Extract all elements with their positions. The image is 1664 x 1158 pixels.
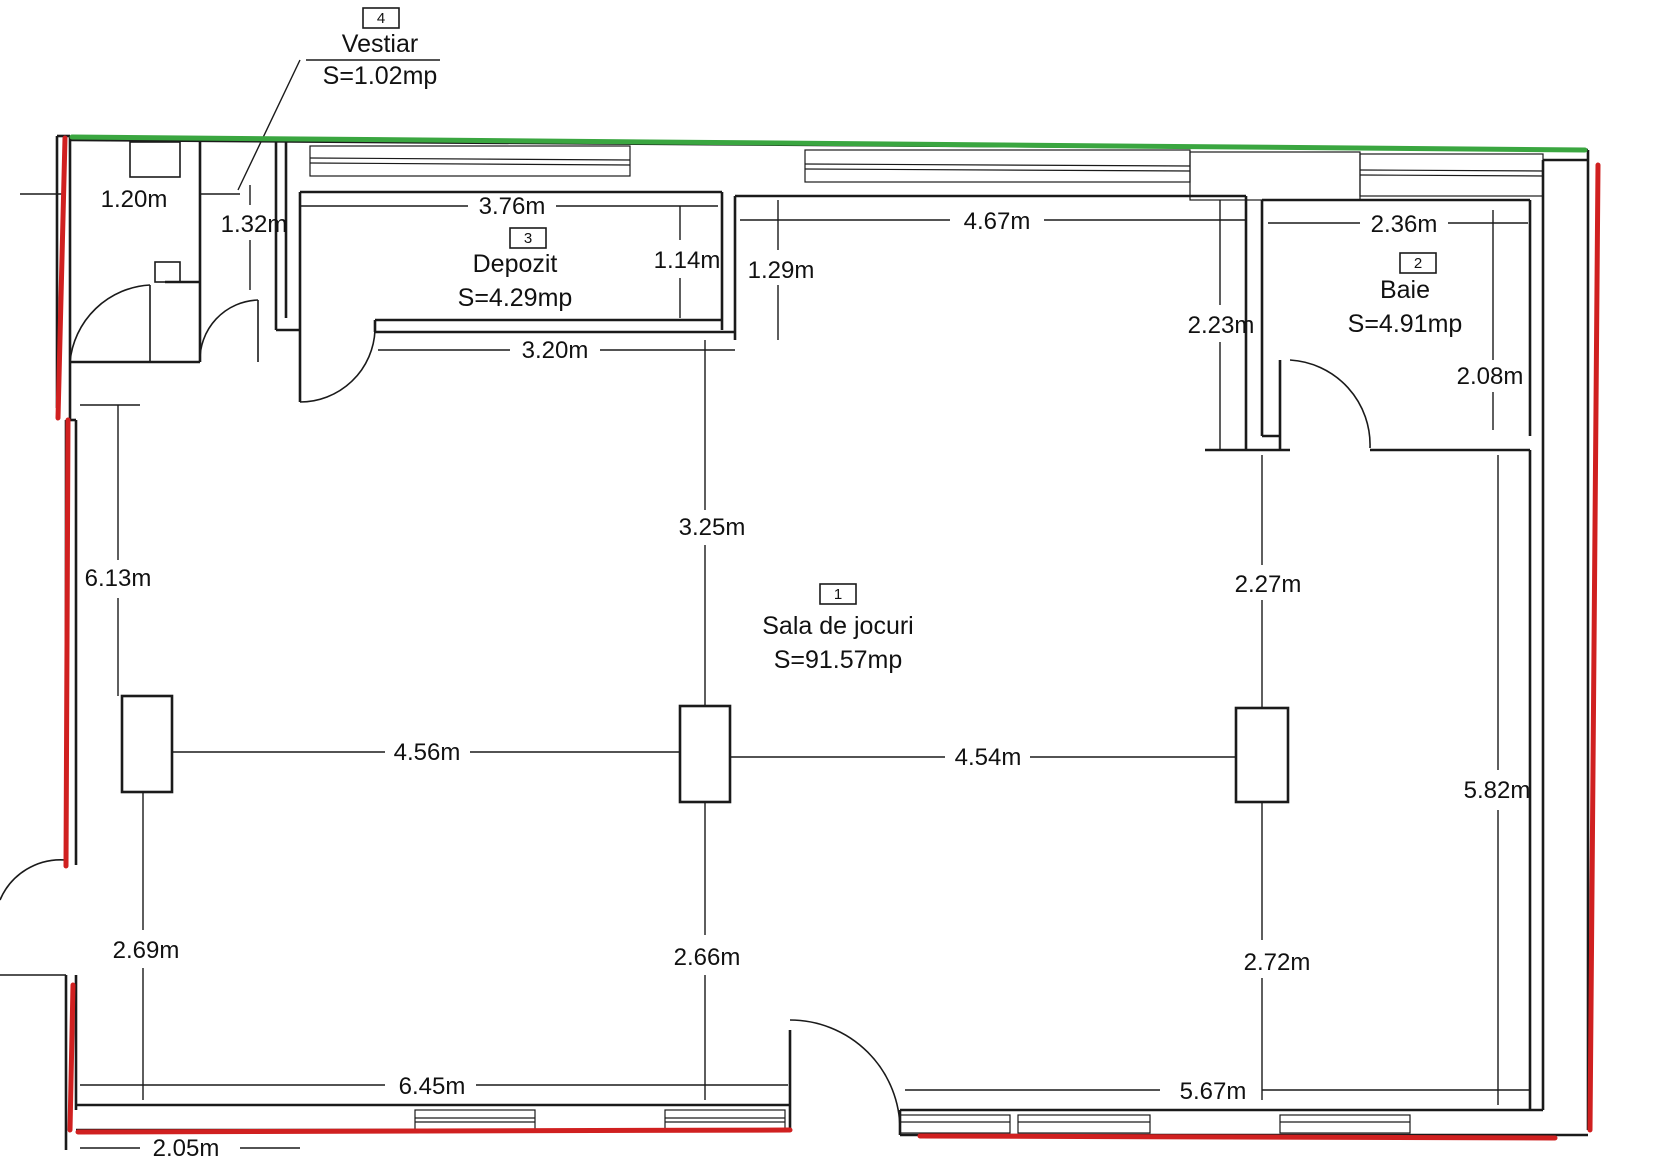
dim-corridor-width: 4.67m: [964, 208, 1031, 235]
dim-center-lower: 2.66m: [674, 944, 741, 971]
room-3-area: S=4.29mp: [458, 284, 573, 312]
dim-left-wall-upper: 6.13m: [85, 565, 152, 592]
dim-baie-side-left: 2.23m: [1188, 312, 1255, 339]
dimension-lines: [20, 59, 1530, 1149]
dim-vestiar-depth: 1.32m: [221, 211, 288, 238]
dim-bottom-corner: 2.05m: [153, 1135, 220, 1158]
bottom-windows: [414, 1109, 1411, 1134]
dim-depozit-bottom: 3.20m: [522, 337, 589, 364]
dim-col1-col2: 4.56m: [394, 739, 461, 766]
room-labels: 4 Vestiar S=1.02mp 3 Depozit S=4.29mp 2 …: [323, 7, 1463, 674]
dim-right-upper: 2.27m: [1235, 571, 1302, 598]
dim-center-upper: 3.25m: [679, 514, 746, 541]
dim-col2-col3: 4.54m: [955, 744, 1022, 771]
red-bottom-highlight-right: [917, 1133, 1558, 1141]
interior-walls: [70, 141, 1532, 1110]
red-left-highlight-middle: [63, 417, 71, 869]
dim-depozit-depth: 1.14m: [654, 247, 721, 274]
room-4-area: S=1.02mp: [323, 62, 438, 90]
room-4-number: 4: [377, 10, 385, 27]
room-2-name: Baie: [1380, 276, 1430, 304]
dim-corridor-depth: 1.29m: [748, 257, 815, 284]
doors: [0, 284, 1371, 1131]
dim-right-lower: 2.72m: [1244, 949, 1311, 976]
green-top-highlight: [69, 134, 1588, 153]
column-left: [120, 694, 174, 794]
room-2-number: 2: [1414, 255, 1422, 272]
red-left-highlight-lower: [67, 982, 76, 1133]
dim-right-wall: 5.82m: [1464, 777, 1531, 804]
column-right: [1234, 706, 1290, 804]
room-2-area: S=4.91mp: [1348, 310, 1463, 338]
top-windows: [309, 145, 1544, 201]
column-center: [678, 704, 732, 804]
dim-depozit-width: 3.76m: [479, 193, 546, 220]
dimension-labels: 1.20m 1.32m 3.76m 1.14m 3.20m 4.67m 1.29…: [85, 186, 1531, 1158]
room-4-name: Vestiar: [342, 30, 418, 58]
dim-bottom-right: 5.67m: [1180, 1078, 1247, 1105]
room-1-name: Sala de jocuri: [762, 612, 913, 640]
room-1-area: S=91.57mp: [774, 646, 903, 674]
room-3-number: 3: [524, 230, 532, 247]
red-bottom-highlight-left: [75, 1127, 793, 1135]
room-3-name: Depozit: [473, 250, 558, 278]
red-right-highlight: [1587, 162, 1601, 1133]
dim-baie-width: 2.36m: [1371, 211, 1438, 238]
room-1-number: 1: [834, 586, 842, 603]
dim-left-lower: 2.69m: [113, 937, 180, 964]
highlight-overlay: [55, 134, 1601, 1141]
dim-vestiar-width: 1.20m: [101, 186, 168, 213]
dim-baie-side-right: 2.08m: [1457, 363, 1524, 390]
dim-bottom-left: 6.45m: [399, 1073, 466, 1100]
columns: [120, 694, 1290, 804]
red-left-highlight-upper: [55, 135, 68, 421]
